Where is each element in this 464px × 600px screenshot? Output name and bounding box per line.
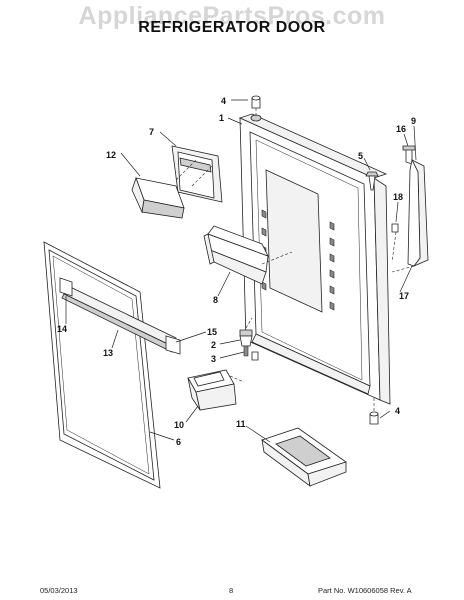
- callout-3: 3: [211, 354, 216, 364]
- footer-page-number: 8: [229, 586, 234, 595]
- door-bin-lower: [187, 369, 245, 411]
- callout-12: 12: [106, 150, 116, 160]
- hinge-bushing-bottom: [369, 398, 379, 425]
- callout-15: 15: [207, 327, 217, 337]
- callout-16: 16: [396, 124, 406, 134]
- bottom-door-tray: [261, 427, 347, 487]
- callout-5: 5: [358, 151, 363, 161]
- watermark: AppliancePartsPros.com: [78, 2, 386, 30]
- door-stop-screw: [365, 171, 379, 191]
- diagram-title: REFRIGERATOR DOOR: [138, 19, 326, 36]
- callout-17: 17: [399, 291, 409, 301]
- callout-4-top: 4: [221, 96, 226, 106]
- callout-18: 18: [393, 192, 403, 202]
- dairy-compartment: [131, 145, 223, 219]
- door-bin-upper: [203, 225, 293, 285]
- door-shelf-bar: [59, 277, 181, 355]
- callout-labels: 4 1 7 12 5 16 9 18 17 8 14 13 15 2 3 10 …: [57, 96, 416, 447]
- callout-1: 1: [219, 113, 224, 123]
- footer-part-number: Part No. W10606058 Rev. A: [318, 586, 412, 595]
- callout-2: 2: [211, 340, 216, 350]
- callout-7: 7: [149, 127, 154, 137]
- callout-6: 6: [176, 437, 181, 447]
- door-handle: [391, 145, 429, 273]
- callout-10: 10: [174, 420, 184, 430]
- callout-8: 8: [213, 295, 218, 305]
- callout-14: 14: [57, 324, 67, 334]
- footer-date: 05/03/2013: [40, 586, 78, 595]
- leader-lines: [65, 99, 417, 443]
- hinge-bushing-top: [251, 95, 261, 116]
- callout-13: 13: [103, 348, 113, 358]
- callout-11: 11: [236, 419, 246, 429]
- bottom-hinge-bracket: [239, 317, 259, 361]
- callout-9: 9: [411, 116, 416, 126]
- callout-4-bottom: 4: [395, 406, 400, 416]
